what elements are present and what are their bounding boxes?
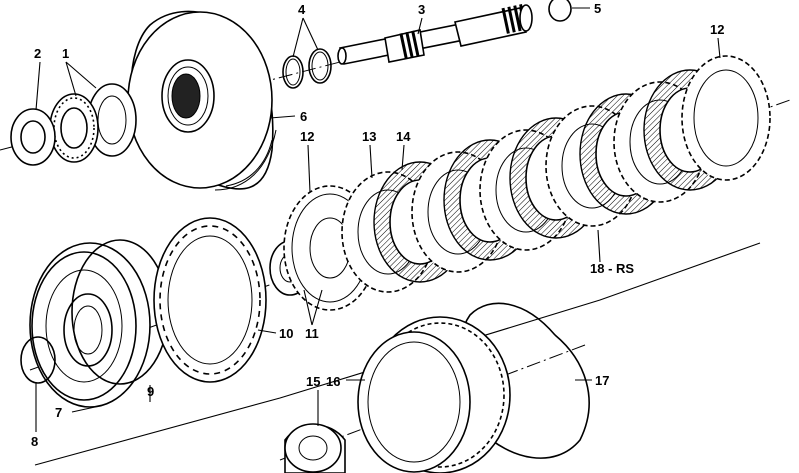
part-labels: 2 1 4 3 5 6 12 13 14 12 18 - RS 10 11 9 … (31, 1, 724, 449)
snap-ring-part-5 (548, 0, 572, 22)
label-part-9: 9 (147, 384, 154, 399)
spring-plate-part-10 (153, 217, 267, 383)
label-part-12-right: 12 (710, 22, 724, 37)
label-part-8: 8 (31, 434, 38, 449)
label-part-16: 16 (326, 374, 340, 389)
label-part-11: 11 (305, 326, 319, 341)
hub-part-15 (284, 423, 346, 473)
piston-part-7 (29, 242, 151, 408)
bearing-part-1 (49, 83, 137, 163)
shaft-part-3 (337, 3, 533, 65)
label-part-7: 7 (55, 405, 62, 420)
leader-lines (35, 7, 721, 432)
label-part-15: 15 (306, 374, 320, 389)
label-part-17: 17 (595, 373, 609, 388)
label-part-1: 1 (62, 46, 69, 61)
label-part-2: 2 (34, 46, 41, 61)
clutch-pack-part-18 (341, 69, 737, 293)
seal-ring-part-8 (20, 336, 56, 384)
label-part-13: 13 (362, 129, 376, 144)
label-part-10: 10 (279, 326, 293, 341)
label-part-4: 4 (298, 2, 306, 17)
end-plate-part-12 (681, 55, 771, 181)
label-part-12-left: 12 (300, 129, 314, 144)
label-part-5: 5 (594, 1, 601, 16)
label-part-14: 14 (396, 129, 411, 144)
clutch-drum-part-16 (357, 316, 511, 473)
o-rings-part-4 (282, 48, 332, 89)
label-part-3: 3 (418, 2, 425, 17)
drum-part-6 (127, 10, 277, 191)
thrust-washer-part-2 (10, 108, 56, 166)
label-part-6: 6 (300, 109, 307, 124)
label-part-18-rs: 18 - RS (590, 261, 634, 276)
